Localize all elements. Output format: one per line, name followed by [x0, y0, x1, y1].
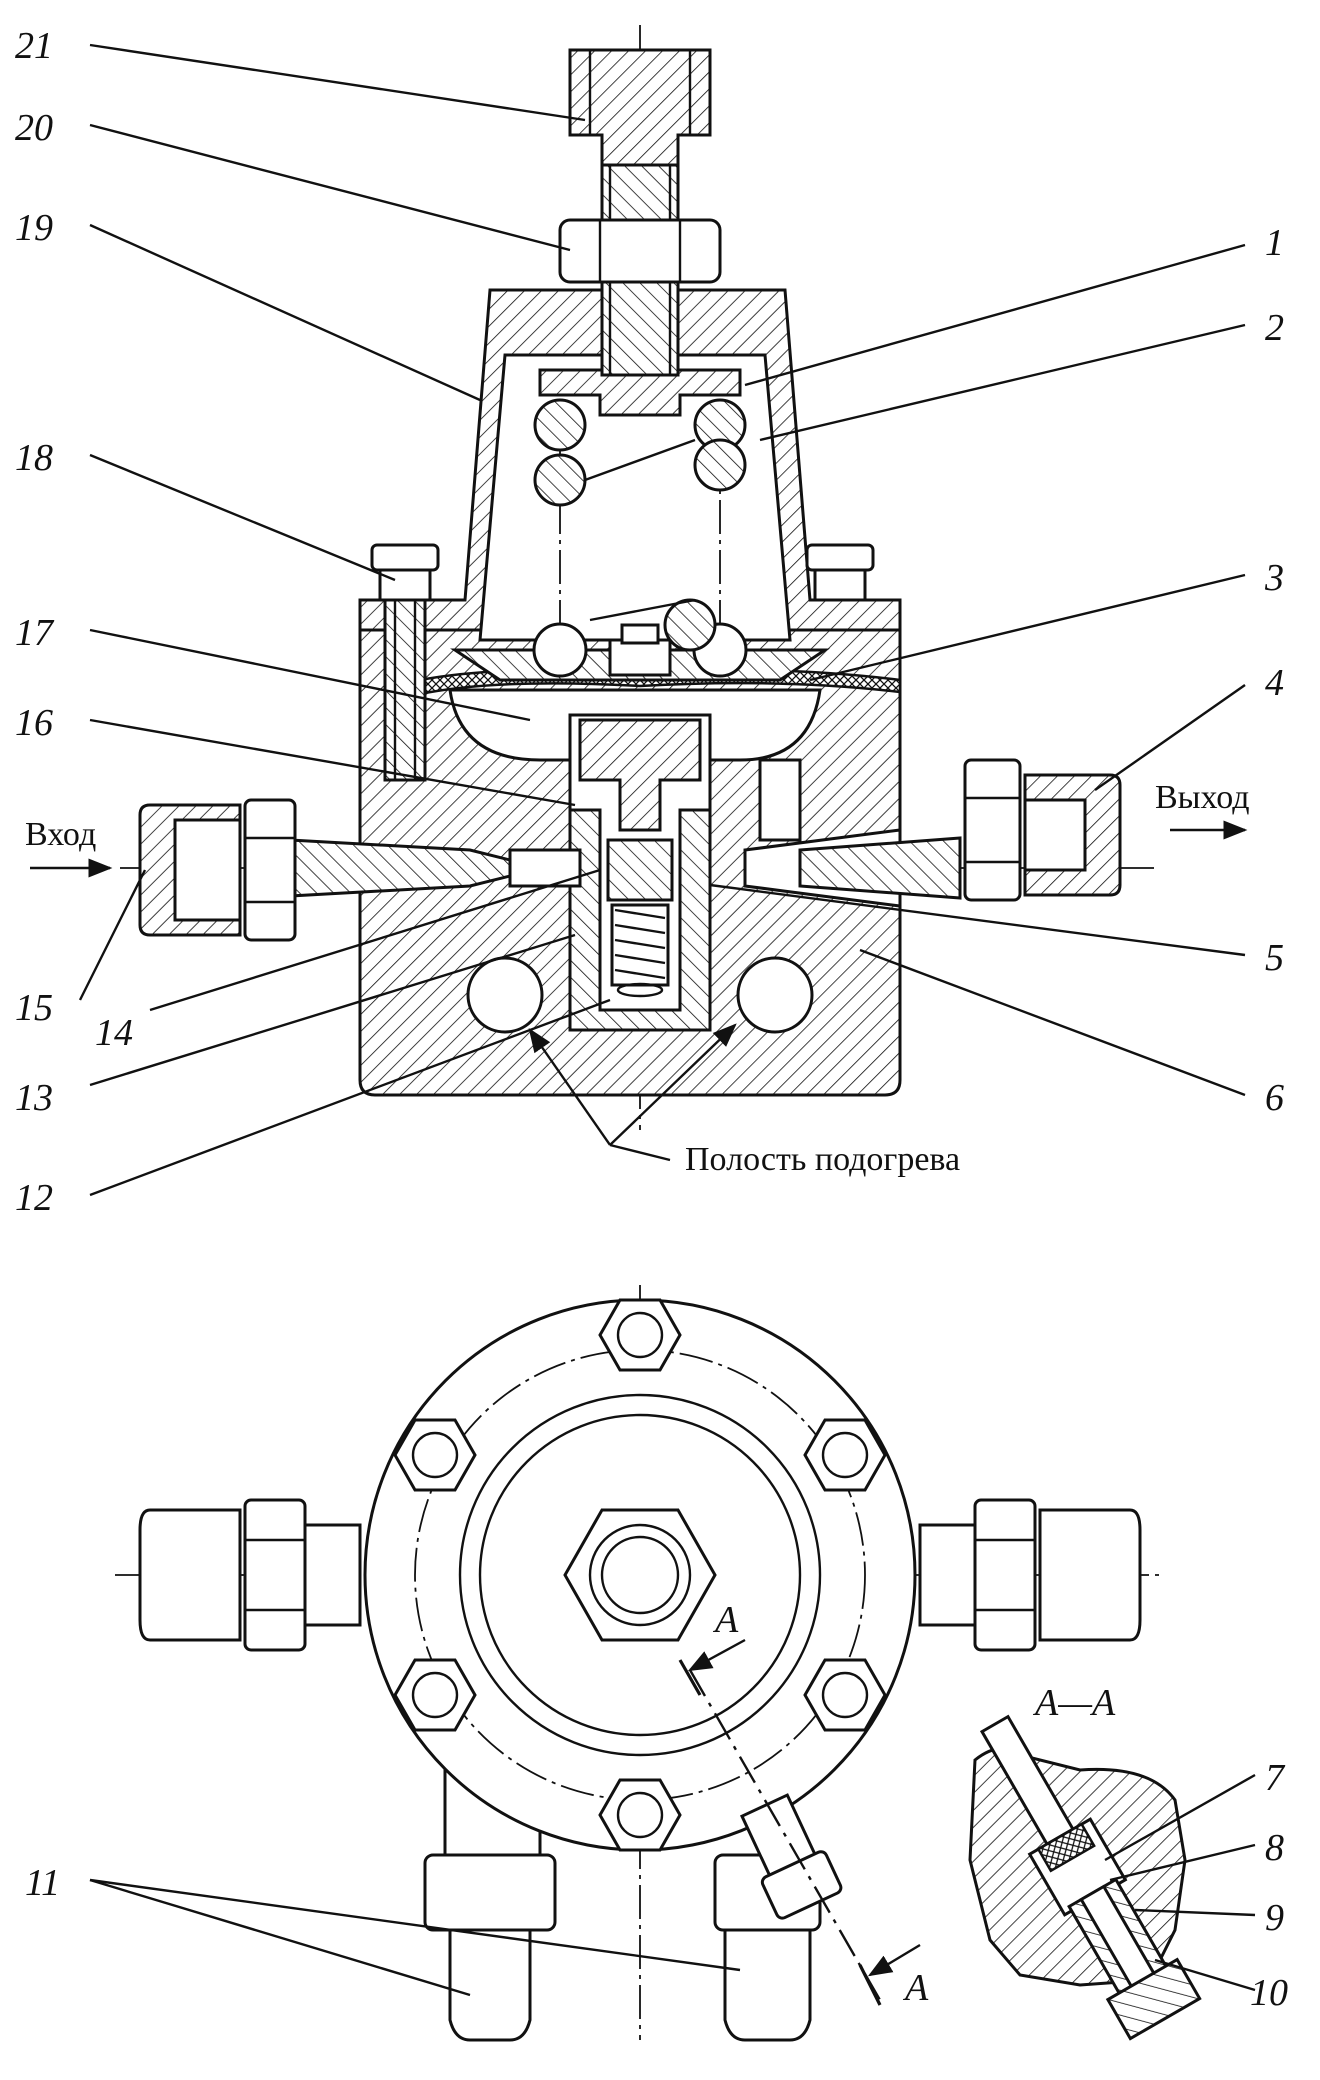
- callout-11: 11: [25, 1862, 60, 1904]
- inlet-label: Вход: [25, 816, 96, 853]
- callout-17: 17: [15, 612, 55, 654]
- bolt-left: [370, 543, 440, 782]
- plan-view: A A 11: [25, 1285, 1165, 2042]
- spring-plate: [538, 368, 742, 417]
- section-aa-title: A—A: [1032, 1682, 1116, 1724]
- callout-10: 10: [1250, 1972, 1288, 2014]
- heating-cavity-right: [736, 956, 814, 1034]
- valve: [606, 838, 674, 902]
- cap-nut: [568, 48, 712, 167]
- sectional-view: Вход Выход Полость подогрева 21: [15, 25, 1284, 1219]
- lock-nut: [558, 218, 722, 284]
- callout-19: 19: [15, 207, 53, 249]
- main-spring: [532, 398, 748, 678]
- leader-lines-top: [78, 43, 1246, 1197]
- valve-sleeve: [568, 808, 712, 1032]
- plan-right-fitting: [918, 1498, 1142, 1652]
- inlet-fitting: [138, 798, 512, 942]
- callout-16: 16: [15, 702, 53, 744]
- outlet-fitting: [798, 758, 1122, 902]
- section-a-bottom: A: [902, 1967, 929, 2009]
- callout-1: 1: [1265, 222, 1284, 264]
- outlet-label: Выход: [1155, 779, 1250, 816]
- heating-cavity-left: [466, 956, 544, 1034]
- heating-cavity-label: Полость подогрева: [685, 1141, 960, 1178]
- callout-7: 7: [1265, 1757, 1286, 1799]
- callout-8: 8: [1265, 1827, 1284, 1869]
- callout-3: 3: [1264, 557, 1284, 599]
- callout-12: 12: [15, 1177, 53, 1219]
- callout-9: 9: [1265, 1897, 1284, 1939]
- callout-20: 20: [15, 107, 53, 149]
- callout-13: 13: [15, 1077, 53, 1119]
- section-a-top: A: [712, 1599, 739, 1641]
- callout-4: 4: [1265, 662, 1284, 704]
- callout-21: 21: [15, 25, 53, 67]
- callout-14: 14: [95, 1012, 133, 1054]
- section-aa-detail: A—A 7 8 9 10: [968, 1682, 1288, 2041]
- callout-6: 6: [1265, 1077, 1284, 1119]
- valve-seat: [578, 718, 702, 832]
- callout-2: 2: [1265, 307, 1284, 349]
- small-spring: [610, 903, 670, 998]
- plan-left-fitting: [138, 1498, 362, 1652]
- callout-15: 15: [15, 987, 53, 1029]
- callout-18: 18: [15, 437, 53, 479]
- plan-bolts: [393, 1298, 887, 1852]
- bolt-right: [805, 543, 875, 602]
- callout-5: 5: [1265, 937, 1284, 979]
